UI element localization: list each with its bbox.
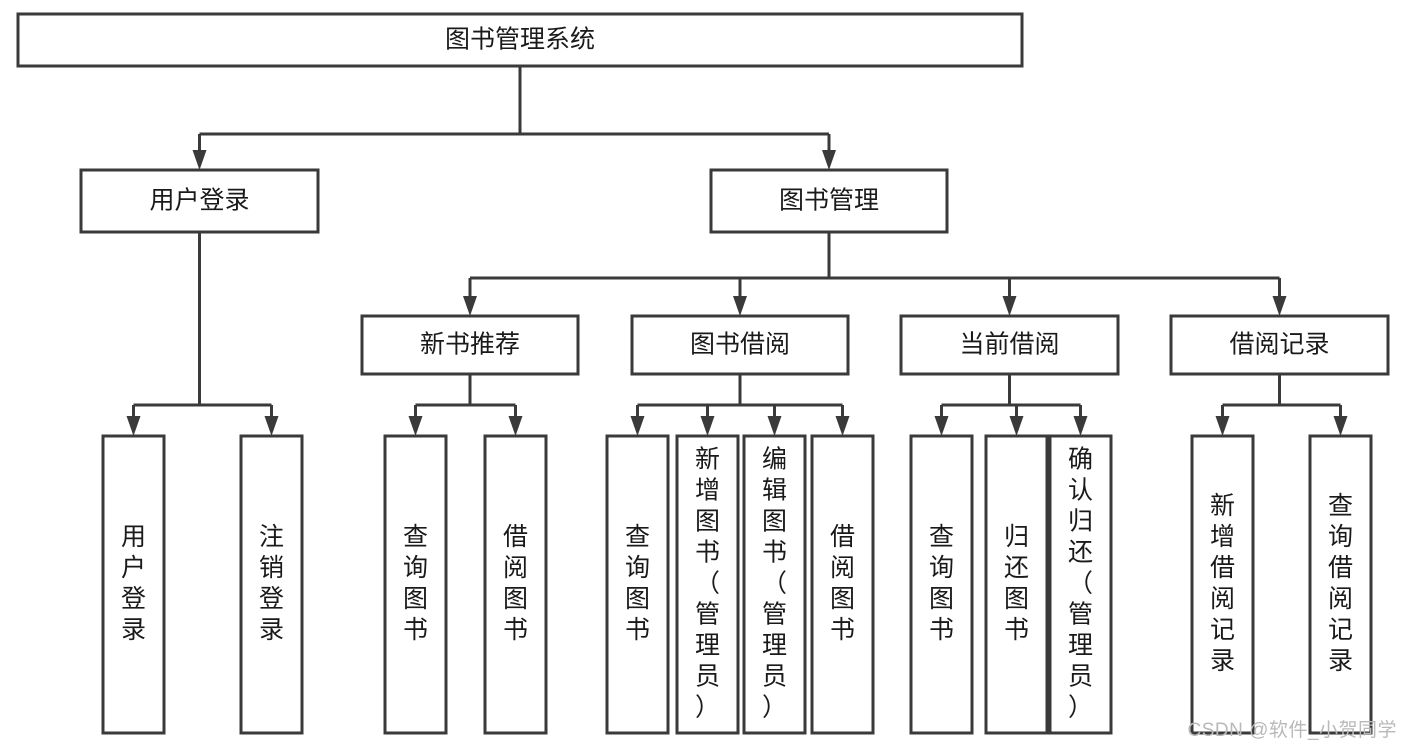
node-box-user-login	[79, 168, 320, 234]
arrow-head-icon	[264, 416, 279, 436]
node-leaf-confirm-return[interactable]: 确认归还（管理员）	[1048, 434, 1113, 735]
arrow-head-icon	[463, 296, 477, 316]
node-leaf-query-book-3[interactable]: 查询图书	[909, 434, 974, 735]
node-box-new-book-recommend	[360, 314, 580, 376]
edge-borrowrecord-to-leaves	[1215, 374, 1348, 436]
node-box-current-borrow	[899, 314, 1120, 376]
node-box-book-borrow	[630, 314, 850, 376]
node-leaf-return-book[interactable]: 归还图书	[984, 434, 1049, 735]
node-box-leaf-return-book	[984, 434, 1049, 735]
node-borrow-record[interactable]: 借阅记录	[1169, 314, 1390, 376]
arrow-head-icon	[192, 150, 207, 170]
connector-layer	[126, 66, 1348, 436]
node-label-borrow-record: 借阅记录	[1229, 331, 1329, 359]
node-label-root: 图书管理系统	[445, 26, 595, 54]
node-box-leaf-confirm-return	[1048, 434, 1113, 735]
node-label-leaf-logout-login: 注销登录	[259, 523, 284, 644]
node-box-leaf-borrow-book-2	[810, 434, 875, 735]
node-box-root	[16, 12, 1024, 68]
arrow-head-icon	[822, 150, 836, 170]
node-leaf-query-borrow-record[interactable]: 查询借阅记录	[1308, 434, 1373, 735]
node-box-leaf-query-borrow-record	[1308, 434, 1373, 735]
edge-userlogin-to-leaves	[126, 232, 279, 436]
watermark-text: CSDN @软件_小贺同学	[1187, 720, 1397, 741]
node-label-leaf-add-book: 新增图书（管理员）	[695, 445, 720, 721]
node-label-leaf-edit-book: 编辑图书（管理员）	[762, 445, 787, 721]
arrow-head-icon	[1272, 296, 1287, 316]
node-box-leaf-user-login	[101, 434, 166, 735]
node-label-leaf-user-login: 用户登录	[121, 523, 146, 644]
node-box-leaf-query-book-3	[909, 434, 974, 735]
node-root[interactable]: 图书管理系统	[16, 12, 1024, 68]
arrow-head-icon	[934, 416, 949, 436]
node-label-leaf-query-book-1: 查询图书	[403, 523, 428, 644]
node-box-leaf-query-book-2	[605, 434, 670, 735]
node-leaf-borrow-book-1[interactable]: 借阅图书	[483, 434, 548, 735]
arrow-head-icon	[1009, 416, 1024, 436]
node-leaf-add-book[interactable]: 新增图书（管理员）	[675, 434, 740, 735]
node-leaf-borrow-book-2[interactable]: 借阅图书	[810, 434, 875, 735]
node-label-current-borrow: 当前借阅	[959, 331, 1059, 359]
node-label-book-borrow: 图书借阅	[690, 331, 790, 359]
node-box-leaf-edit-book	[742, 434, 807, 735]
node-leaf-query-book-1[interactable]: 查询图书	[383, 434, 448, 735]
node-box-book-management	[709, 168, 949, 234]
arrow-head-icon	[408, 416, 423, 436]
arrow-head-icon	[126, 416, 141, 436]
node-user-login[interactable]: 用户登录	[79, 168, 320, 234]
node-label-leaf-query-book-3: 查询图书	[929, 523, 954, 644]
node-label-new-book-recommend: 新书推荐	[420, 331, 520, 359]
node-leaf-edit-book[interactable]: 编辑图书（管理员）	[742, 434, 807, 735]
node-box-leaf-query-book-1	[383, 434, 448, 735]
node-box-borrow-record	[1169, 314, 1390, 376]
arrow-head-icon	[767, 416, 782, 436]
node-label-leaf-borrow-book-1: 借阅图书	[503, 523, 528, 644]
arrow-head-icon	[1073, 416, 1088, 436]
node-label-leaf-query-borrow-record: 查询借阅记录	[1328, 492, 1353, 675]
node-leaf-query-book-2[interactable]: 查询图书	[605, 434, 670, 735]
node-label-book-management: 图书管理	[779, 187, 879, 215]
node-box-leaf-add-book	[675, 434, 740, 735]
node-box-leaf-logout-login	[239, 434, 304, 735]
node-leaf-user-login[interactable]: 用户登录	[101, 434, 166, 735]
edge-bookborrow-to-leaves	[630, 374, 850, 436]
node-book-management[interactable]: 图书管理	[709, 168, 949, 234]
edge-root-to-level1	[192, 66, 836, 170]
node-label-leaf-borrow-book-2: 借阅图书	[830, 523, 855, 644]
node-book-borrow[interactable]: 图书借阅	[630, 314, 850, 376]
node-current-borrow[interactable]: 当前借阅	[899, 314, 1120, 376]
node-label-leaf-query-book-2: 查询图书	[625, 523, 650, 644]
node-label-leaf-return-book: 归还图书	[1004, 523, 1029, 644]
node-label-leaf-add-borrow-record: 新增借阅记录	[1210, 492, 1235, 675]
edge-bookmgmt-to-level2	[463, 232, 1287, 316]
node-leaf-logout-login[interactable]: 注销登录	[239, 434, 304, 735]
edge-newbook-to-leaves	[408, 374, 523, 436]
node-box-leaf-add-borrow-record	[1190, 434, 1255, 735]
arrow-head-icon	[733, 296, 747, 316]
node-layer: 图书管理系统用户登录图书管理新书推荐图书借阅当前借阅借阅记录用户登录注销登录查询…	[16, 12, 1390, 735]
arrow-head-icon	[1215, 416, 1230, 436]
node-box-leaf-borrow-book-1	[483, 434, 548, 735]
arrow-head-icon	[630, 416, 645, 436]
arrow-head-icon	[700, 416, 715, 436]
arrow-head-icon	[508, 416, 523, 436]
arrow-head-icon	[1333, 416, 1348, 436]
edge-currentborrow-to-leaves	[934, 374, 1088, 436]
node-new-book-recommend[interactable]: 新书推荐	[360, 314, 580, 376]
node-label-leaf-confirm-return: 确认归还（管理员）	[1068, 445, 1093, 721]
arrow-head-icon	[1002, 296, 1017, 316]
node-leaf-add-borrow-record[interactable]: 新增借阅记录	[1190, 434, 1255, 735]
arrow-head-icon	[835, 416, 850, 436]
node-label-user-login: 用户登录	[149, 187, 249, 215]
